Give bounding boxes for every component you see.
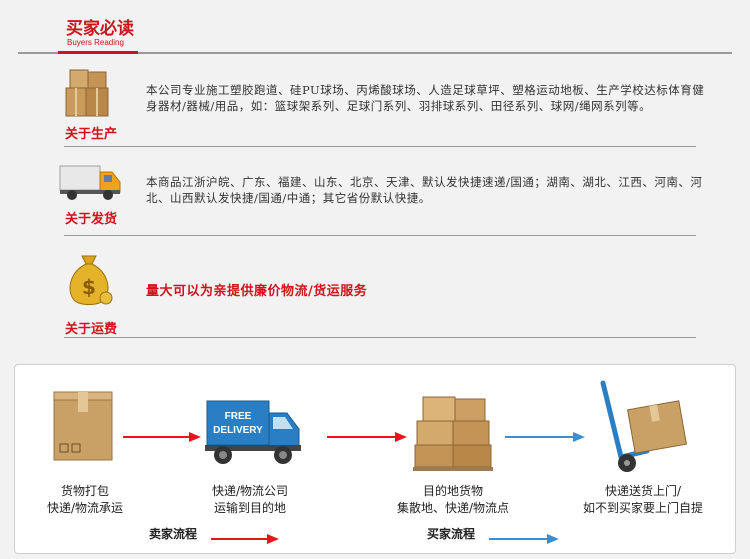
step-caption: 快递/物流公司 运输到目的地	[211, 484, 289, 515]
section-divider	[64, 235, 696, 236]
section-label: 关于发货	[65, 212, 118, 227]
section-divider	[64, 337, 696, 338]
section-text: 本公司专业施工塑胶跑道、硅PU球场、丙烯酸球场、人造足球草坪、塑格运动地板、生产…	[146, 83, 705, 113]
stacked-boxes-icon	[413, 396, 493, 471]
section-freight: $ 关于运费 量大可以为亲提供廉价物流/货运服务	[0, 236, 750, 338]
header-divider	[18, 52, 732, 54]
header-accent-bar	[58, 51, 138, 54]
shipping-flow-panel: 货物打包 快递/物流承运 FREE DELIVERY 快递/物流公司 运输到目的…	[14, 364, 736, 554]
truck-text-delivery: DELIVERY	[213, 425, 263, 436]
truck-text-free: FREE	[225, 411, 252, 422]
seller-arrow	[123, 427, 201, 442]
page-title: 买家必读	[66, 19, 134, 39]
hand-truck-icon	[600, 380, 688, 472]
step-caption: 目的地货物 集散地、快递/物流点	[396, 484, 510, 515]
legend-seller-arrow	[211, 529, 279, 544]
legend-buyer-label: 买家流程	[427, 527, 476, 541]
section-label: 关于运费	[65, 322, 118, 337]
boxes-icon	[65, 69, 109, 117]
legend-buyer-arrow	[489, 529, 559, 544]
section-divider	[64, 146, 696, 147]
legend-seller-label: 卖家流程	[149, 527, 198, 541]
section-text: 量大可以为亲提供廉价物流/货运服务	[146, 284, 368, 299]
section-text: 本商品江浙沪皖、广东、福建、山东、北京、天津、默认发快捷速递/国通；湖南、湖北、…	[146, 175, 703, 205]
section-production: 关于生产 本公司专业施工塑胶跑道、硅PU球场、丙烯酸球场、人造足球草坪、塑格运动…	[0, 60, 750, 148]
package-box-icon	[53, 391, 113, 461]
section-label: 关于生产	[65, 127, 118, 142]
money-bag-icon: $	[69, 255, 113, 305]
truck-icon	[59, 165, 121, 200]
step-caption: 货物打包 快递/物流承运	[46, 484, 124, 515]
buyer-arrow	[505, 427, 585, 442]
delivery-truck-icon: FREE DELIVERY	[205, 400, 301, 464]
section-shipping: 关于发货 本商品江浙沪皖、广东、福建、山东、北京、天津、默认发快捷速递/国通；湖…	[0, 148, 750, 236]
page-header: 买家必读 Buyers Reading	[0, 0, 750, 60]
step-caption: 快递送货上门/ 如不到买家要上门自提	[582, 484, 703, 515]
svg-text:$: $	[82, 275, 96, 299]
page-subtitle: Buyers Reading	[67, 38, 124, 47]
seller-arrow	[327, 427, 407, 442]
